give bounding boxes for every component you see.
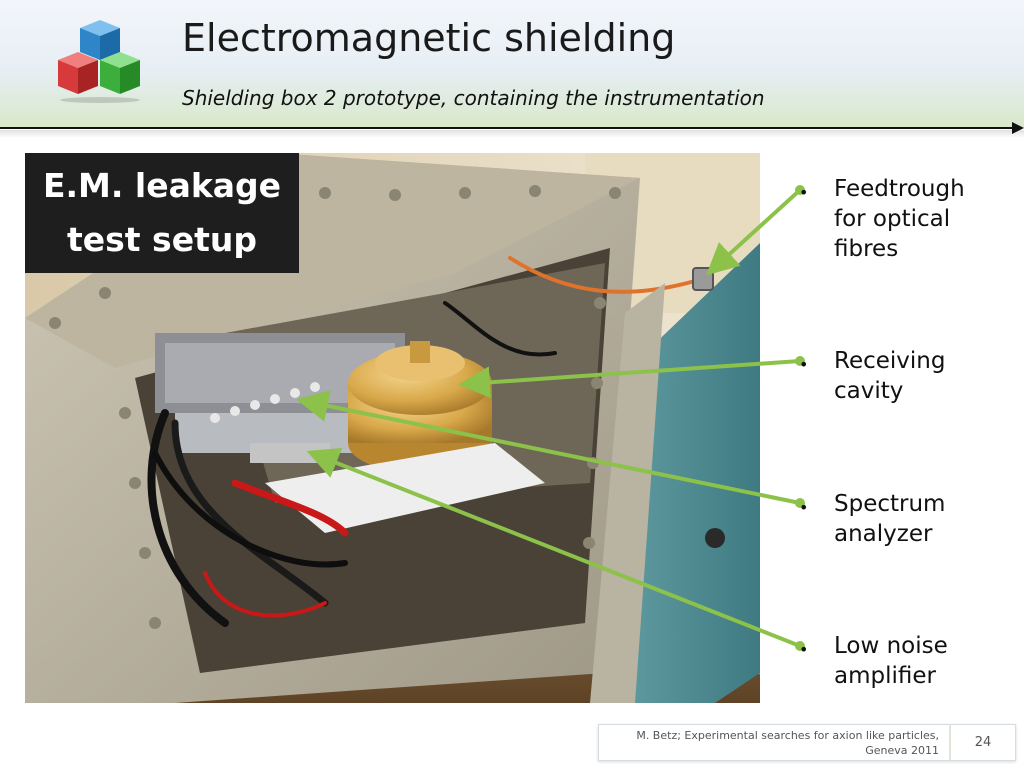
bullet-spectrum-analyzer: • Spectrum analyzer bbox=[795, 489, 1015, 549]
header-shadow bbox=[0, 130, 1024, 138]
footer-citation-line-1: M. Betz; Experimental searches for axion… bbox=[636, 729, 939, 742]
photo-caption-line-2: test setup bbox=[67, 220, 257, 259]
slide-title: Electromagnetic shielding bbox=[182, 16, 676, 60]
page-number: 24 bbox=[974, 735, 992, 750]
bullet-text: Feedtrough for optical fibres bbox=[834, 176, 965, 262]
bullet-dot: • bbox=[799, 498, 809, 517]
bullet-text: Low noise amplifier bbox=[834, 633, 948, 689]
photo-caption-line-1: E.M. leakage bbox=[42, 166, 282, 205]
photo-caption-box: E.M. leakage test setup bbox=[25, 153, 299, 273]
slide-header bbox=[0, 0, 1024, 128]
bullet-feedthrough: • Feedtrough for optical fibres bbox=[795, 174, 1015, 264]
header-divider-arrowhead bbox=[1012, 122, 1024, 134]
footer-citation: M. Betz; Experimental searches for axion… bbox=[599, 728, 939, 758]
bullet-text: Receiving cavity bbox=[834, 348, 946, 404]
component-bullet-list: • Feedtrough for optical fibres • Receiv… bbox=[795, 0, 1015, 768]
bullet-dot: • bbox=[799, 183, 809, 202]
header-divider-line bbox=[0, 127, 1016, 129]
bullet-dot: • bbox=[799, 355, 809, 374]
stacked-cubes-icon bbox=[58, 20, 140, 103]
slide-subtitle: Shielding box 2 prototype, containing th… bbox=[182, 86, 765, 110]
footer-citation-line-2: Geneva 2011 bbox=[865, 744, 939, 757]
slide-footer: M. Betz; Experimental searches for axion… bbox=[598, 724, 1016, 761]
bullet-low-noise-amplifier: • Low noise amplifier bbox=[795, 631, 1015, 691]
bullet-dot: • bbox=[799, 640, 809, 659]
footer-divider bbox=[949, 725, 951, 760]
bullet-receiving-cavity: • Receiving cavity bbox=[795, 346, 1015, 406]
bullet-text: Spectrum analyzer bbox=[834, 491, 946, 547]
